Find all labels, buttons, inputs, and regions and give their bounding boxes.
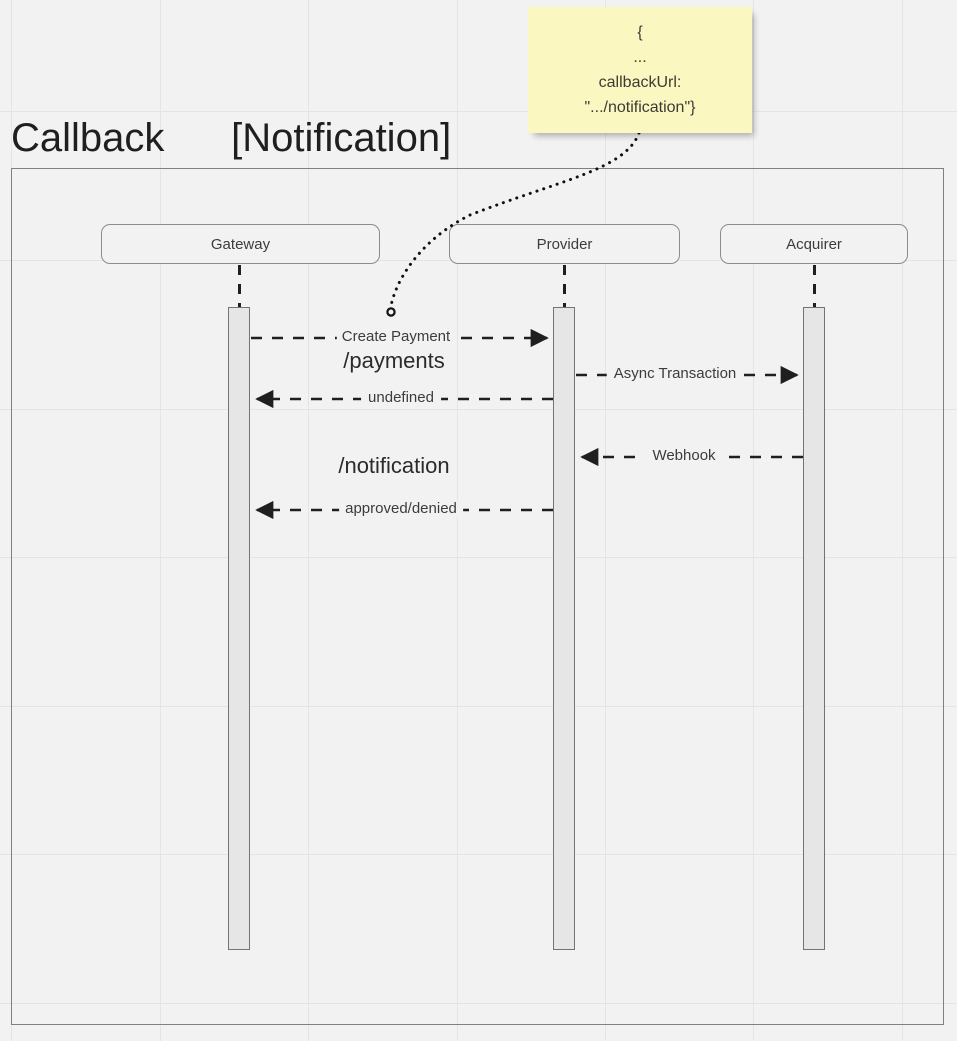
message-label-async-transaction: Async Transaction [606, 365, 744, 382]
note-anchor-connector [386, 131, 641, 317]
activation-bar-provider [553, 307, 575, 950]
page-title: Callback [Notification] [11, 116, 452, 160]
note-line-3: callbackUrl: [598, 74, 682, 91]
participant-label-acquirer: Acquirer [786, 235, 842, 253]
activation-bar-gateway [228, 307, 250, 950]
participant-label-gateway: Gateway [210, 235, 271, 253]
note-anchor-dot [386, 307, 396, 317]
note-line-1: { [637, 24, 643, 41]
diagram-frame [11, 168, 944, 1025]
message-label-approved-denied: approved/denied [339, 500, 463, 517]
message-label-webhook: Webhook [644, 447, 724, 464]
message-label-undefined-return: undefined [361, 389, 441, 406]
message-label-create-payment: Create Payment [336, 328, 456, 345]
activation-bar-acquirer [803, 307, 825, 950]
message-label-payments-path: /payments [343, 348, 445, 373]
lifelines [238, 265, 816, 307]
callback-url-note: { ... callbackUrl: ".../notification"} [528, 7, 752, 133]
message-label-notification-path: /notification [338, 453, 450, 478]
participant-gateway[interactable]: Gateway [101, 224, 380, 264]
participant-acquirer[interactable]: Acquirer [720, 224, 908, 264]
note-line-2: ... [633, 49, 647, 66]
participant-provider[interactable]: Provider [449, 224, 680, 264]
note-line-4: ".../notification"} [584, 99, 696, 116]
participant-label-provider: Provider [536, 235, 593, 253]
